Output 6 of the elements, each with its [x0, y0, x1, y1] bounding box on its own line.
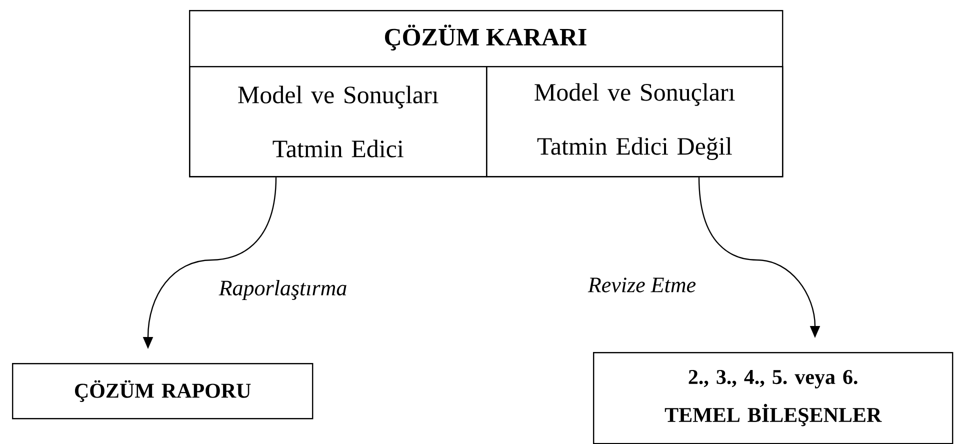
table-cell: Model ve Sonuçları Tatmin Edici — [189, 66, 488, 178]
edge-label: Raporlaştırma — [218, 279, 348, 301]
result-box: ÇÖZÜM RAPORU — [12, 362, 314, 420]
edge-label: Revize Etme — [586, 276, 698, 294]
result-box: 2., 3., 4., 5. veya 6. TEMEL BİLEŞENLER — [593, 352, 954, 444]
table-cell: Model ve Sonuçları Tatmin Edici Değil — [486, 66, 784, 178]
